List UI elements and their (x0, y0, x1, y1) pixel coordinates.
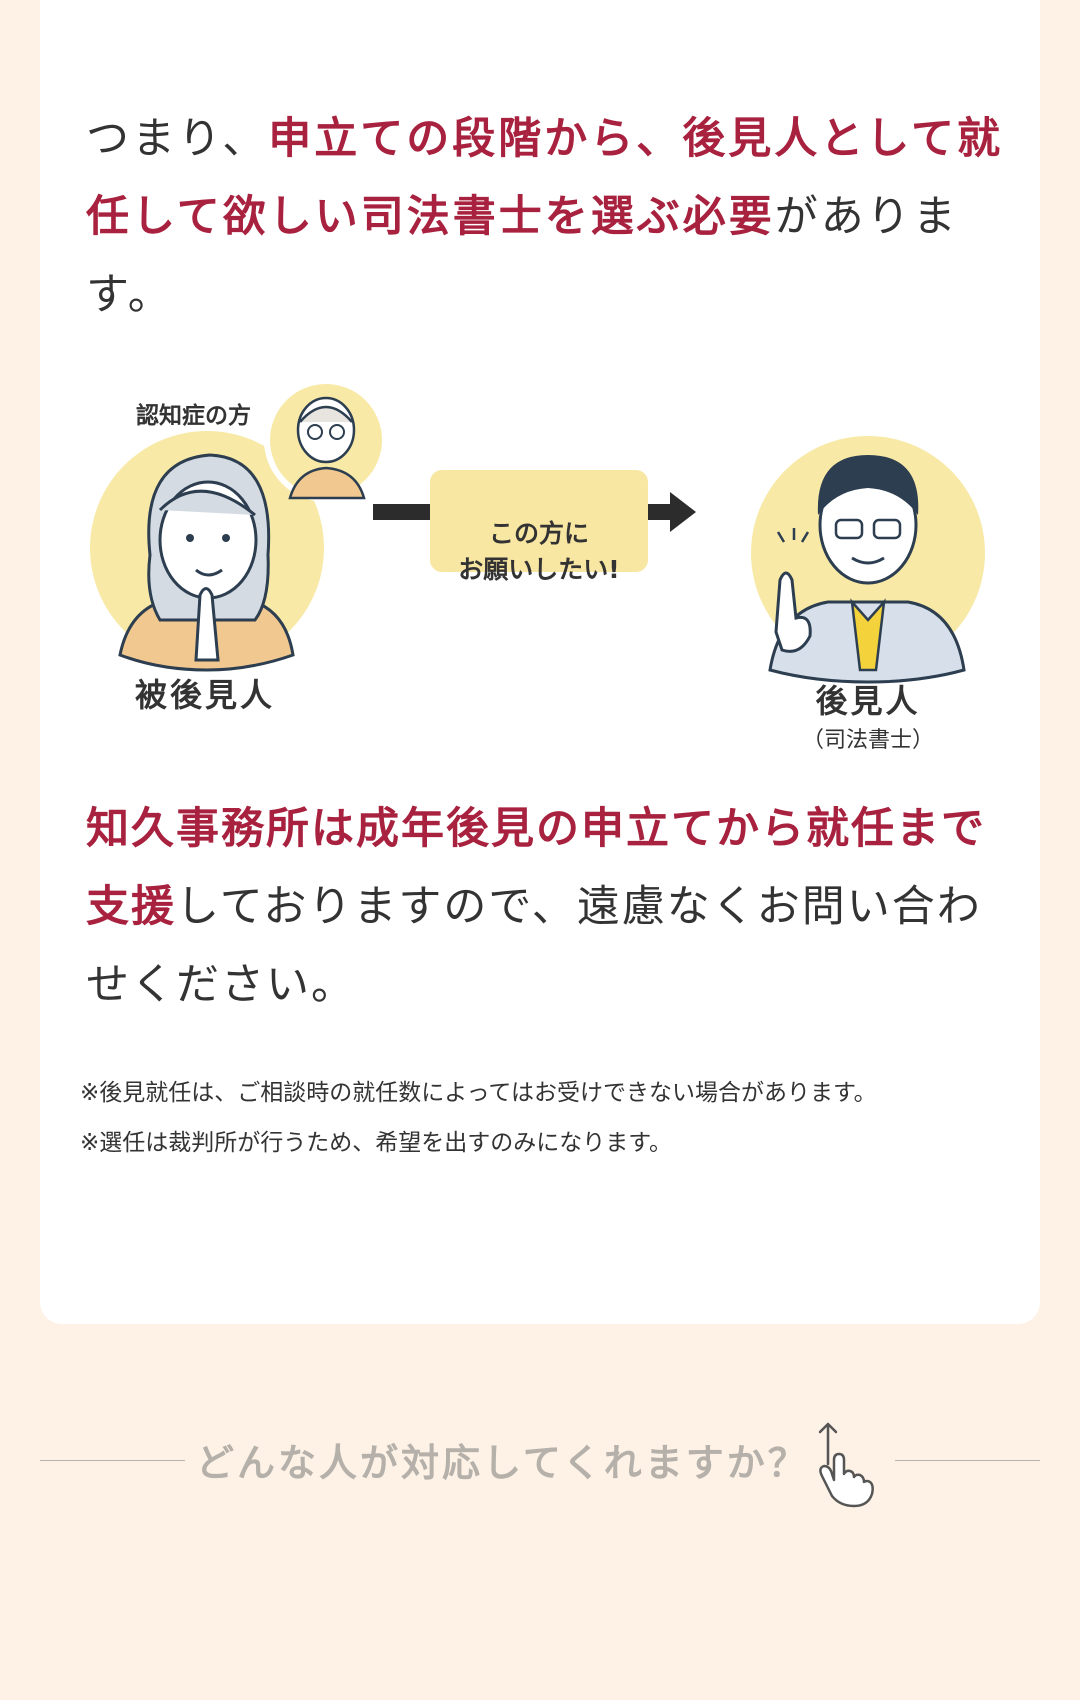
lead-highlight: 申立ての段階から、後見人として就任して欲しい司法書士を選ぶ必要 (86, 114, 1003, 242)
tap-hand-icon[interactable] (804, 1420, 884, 1510)
elderly-person-illustration (264, 378, 388, 502)
request-bubble-bg (430, 470, 648, 572)
guardian-diagram: 認知症の方 この方に お願いしたい! 被後見人 後見人 （司法書士） (0, 370, 1080, 760)
request-bubble-line-1: この方に (488, 519, 589, 548)
divider-left (40, 1460, 185, 1461)
lead-text-2: があります。 (86, 192, 959, 320)
next-section-link[interactable]: どんな人が対応してくれますか？ (40, 1420, 1040, 1510)
note-item: ※後見就任は、ご相談時の就任数によってはお受けできない場合があります。 (80, 1080, 877, 1106)
lead-text-1: つまり、 (86, 114, 269, 164)
closing-highlight: 知久事務所は成年後見の申立てから就任まで支援 (86, 804, 986, 932)
diagram-illustration (90, 378, 985, 684)
ward-label: 被後見人 (134, 676, 275, 714)
ward-person-illustration (90, 431, 324, 672)
divider-right (895, 1460, 1040, 1461)
note-item: ※選任は裁判所が行うため、希望を出すのみになります。 (80, 1130, 672, 1156)
guardian-illustration (751, 436, 985, 684)
guardian-label: 後見人 (815, 682, 921, 720)
dementia-label: 認知症の方 (136, 403, 251, 429)
closing-paragraph: 知久事務所は成年後見の申立てから就任まで支援しておりますので、遠慮なくお問い合わ… (86, 790, 1016, 1024)
closing-text: しておりますので、遠慮なくお問い合わせください。 (86, 882, 982, 1010)
notes-list: ※後見就任は、ご相談時の就任数によってはお受けできない場合があります。 ※選任は… (80, 1068, 1020, 1168)
request-bubble-line-2: お願いしたい! (458, 555, 620, 584)
next-section-label[interactable]: どんな人が対応してくれますか？ (196, 1441, 809, 1485)
guardian-sublabel: （司法書士） (801, 728, 934, 753)
lead-paragraph: つまり、申立ての段階から、後見人として就任して欲しい司法書士を選ぶ必要があります… (86, 100, 1006, 334)
